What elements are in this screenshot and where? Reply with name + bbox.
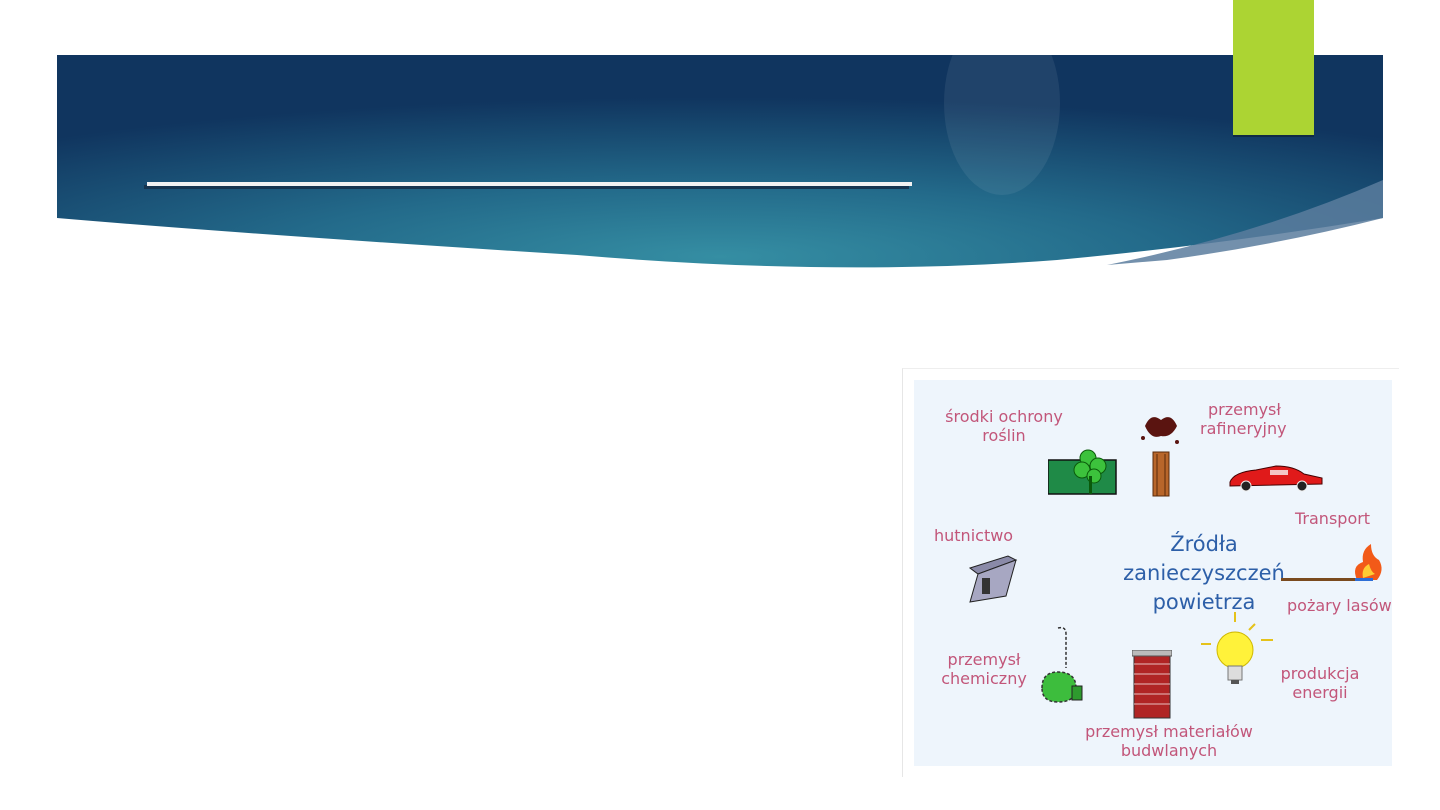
label-metallurgy: hutnictwo [934,526,1014,545]
label-building-materials: przemysł materiałów budwlanych [1064,722,1274,760]
label-line: budwlanych [1120,741,1218,760]
refinery-chimney-icon [1141,417,1179,497]
air-pollution-sources-figure: Źródła zanieczyszczeń powietrza środki o… [902,368,1399,777]
label-line: produkcja [1280,664,1360,683]
label-plant-protection: środki ochrony roślin [944,407,1064,445]
brick-wall-icon [1132,650,1172,719]
label-chemical: przemysł chemiczny [934,650,1034,688]
slide-body[interactable] [140,300,870,770]
label-refinery: przemysł rafineryjny [1200,400,1287,438]
slide-title[interactable] [147,90,912,170]
title-banner [57,55,1383,268]
chemistry-flask-icon [1041,626,1083,703]
figure-center-title: Źródła zanieczyszczeń powietrza [1104,530,1304,617]
label-forest-fires: pożary lasów [1287,596,1392,615]
label-line: przemysł [947,650,1021,669]
burning-match-icon [1281,544,1382,581]
accent-bar [1233,0,1314,135]
label-energy: produkcja energii [1270,664,1370,702]
label-line: przemysł materiałów [1085,722,1253,741]
label-line: środki ochrony [945,407,1063,426]
sports-car-icon [1229,465,1323,492]
label-line: chemiczny [941,669,1027,688]
label-line: przemysł [1208,400,1281,419]
label-transport: Transport [1295,509,1371,528]
clover-field-icon [1048,449,1117,495]
label-line: energii [1292,683,1348,702]
figure-canvas: Źródła zanieczyszczeń powietrza środki o… [914,380,1392,766]
center-title-line-3: powietrza [1152,590,1256,614]
label-line: roślin [982,426,1026,445]
title-underline [147,182,912,186]
light-bulb-icon [1201,612,1273,684]
center-title-line-2: zanieczyszczeń [1123,561,1285,585]
steel-beam-icon [968,555,1018,603]
center-title-line-1: Źródła [1170,532,1238,556]
label-line: rafineryjny [1200,419,1287,438]
